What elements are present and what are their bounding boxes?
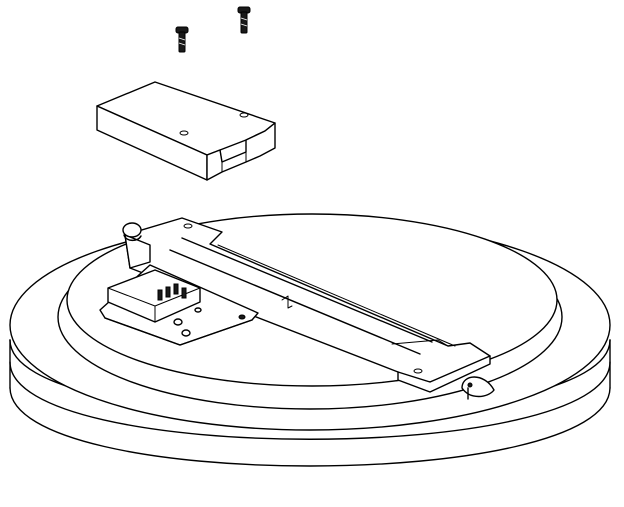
- knob-right-icon: [461, 376, 495, 400]
- circular-base-icon: [9, 213, 611, 467]
- screw-right-icon: [237, 6, 251, 34]
- screw-left-icon: [175, 26, 189, 53]
- cover-block-icon: [96, 81, 276, 181]
- rail-channel-icon: [124, 217, 491, 393]
- circuit-board-icon: [99, 264, 259, 346]
- knob-left-icon: [122, 222, 142, 242]
